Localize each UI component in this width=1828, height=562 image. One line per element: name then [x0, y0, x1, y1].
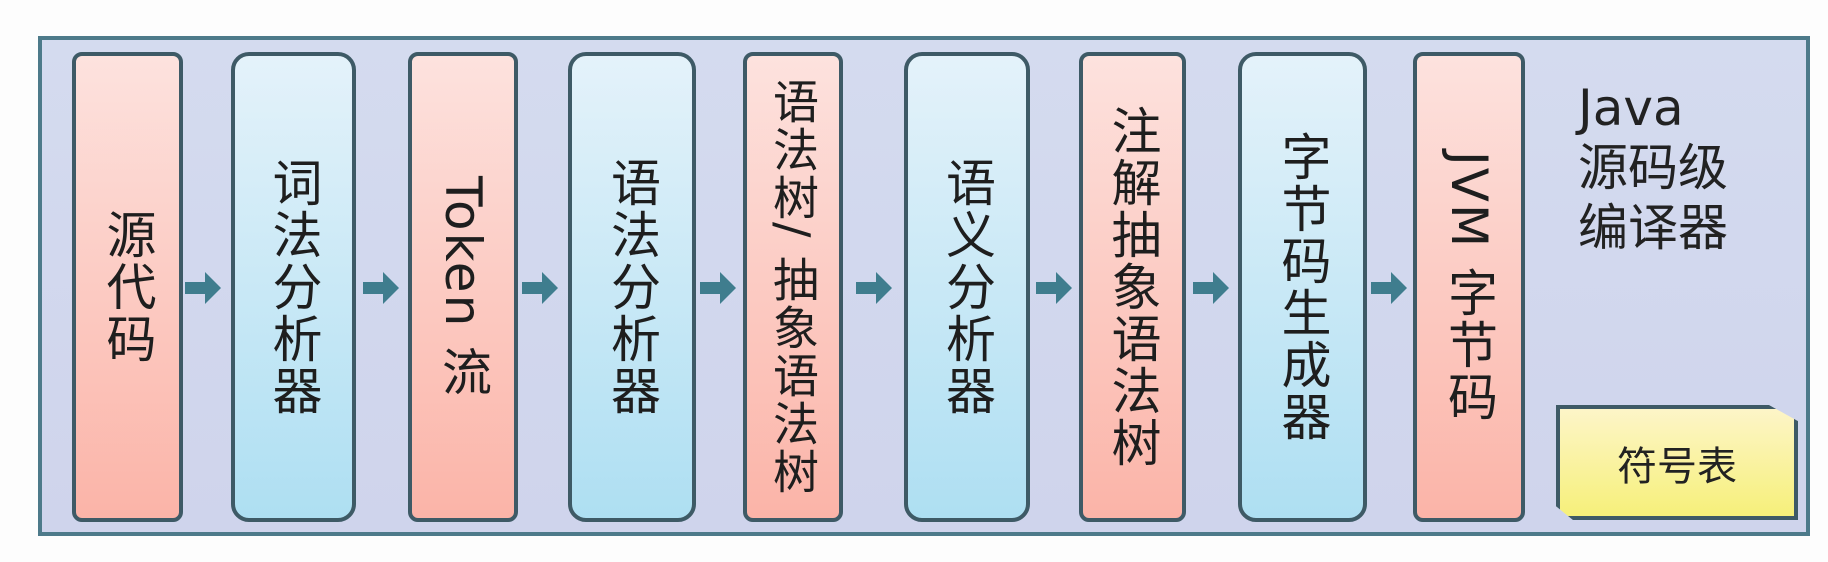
stage-parser: 语法分析器 [568, 52, 696, 522]
arrow-right-icon [1371, 272, 1407, 304]
stage-label: 注解抽象语法树 [1103, 105, 1162, 469]
stage-label: 字节码生成器 [1273, 131, 1332, 443]
stage-annotated-ast: 注解抽象语法树 [1079, 52, 1186, 522]
stage-source-code: 源代码 [72, 52, 183, 522]
stage-label: 语义分析器 [938, 157, 996, 417]
diagram-title: Java 源码级 编译器 [1578, 78, 1728, 258]
stage-token-stream: Token 流 [408, 52, 518, 522]
arrow-right-icon [1036, 272, 1072, 304]
symbol-table: 符号表 [1556, 405, 1798, 520]
title-line: 编译器 [1578, 199, 1728, 257]
symbol-table-label: 符号表 [1617, 443, 1737, 490]
stage-ast: 语法树/ 抽象语法树 [743, 52, 843, 522]
arrow-right-icon [363, 272, 399, 304]
stage-label: Token 流 [434, 175, 492, 399]
arrow-right-icon [856, 272, 892, 304]
stage-label: 词法分析器 [264, 157, 323, 417]
arrow-right-icon [700, 272, 736, 304]
stage-label: JVM 字节码 [1440, 151, 1498, 423]
arrow-right-icon [1193, 272, 1229, 304]
stage-lexer: 词法分析器 [231, 52, 356, 522]
stage-label: 源代码 [98, 209, 157, 365]
title-line: 源码级 [1578, 139, 1728, 197]
stage-semantic-analyzer: 语义分析器 [904, 52, 1030, 522]
stage-jvm-bytecode: JVM 字节码 [1413, 52, 1525, 522]
arrow-right-icon [185, 272, 221, 304]
stage-label: 语法树/ 抽象语法树 [766, 77, 820, 497]
stage-bytecode-generator: 字节码生成器 [1238, 52, 1367, 522]
title-line: Java [1578, 79, 1684, 137]
arrow-right-icon [522, 272, 558, 304]
stage-label: 语法分析器 [603, 157, 661, 417]
